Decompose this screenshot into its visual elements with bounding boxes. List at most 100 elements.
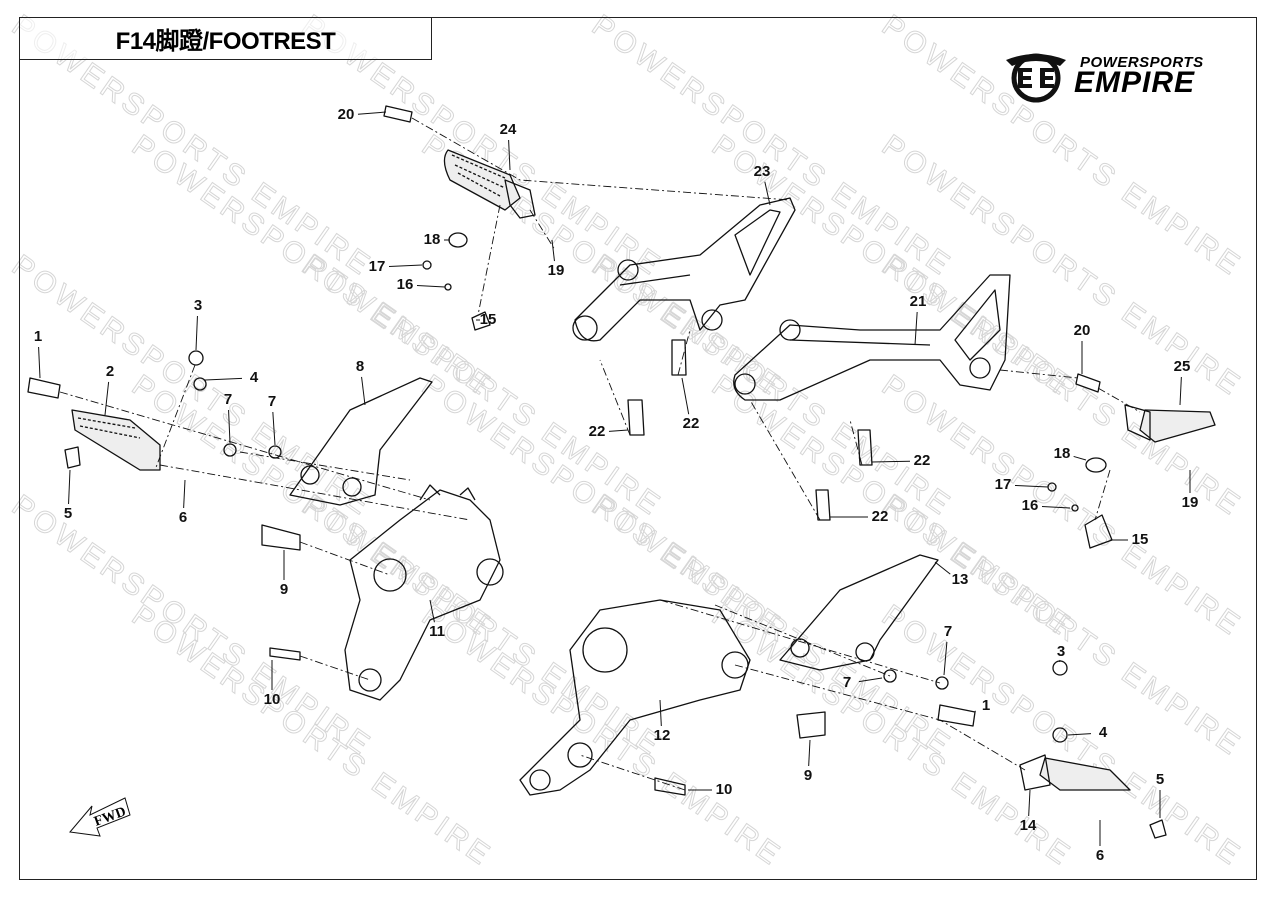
- bracket-15: [471, 311, 491, 331]
- washer-18b: [1085, 457, 1107, 473]
- callout-14: 14: [1020, 817, 1037, 834]
- drawing-frame: [19, 17, 1257, 880]
- callout-4: 4: [1099, 724, 1108, 741]
- callout-24: 24: [500, 121, 517, 138]
- bolt-9b: [796, 711, 826, 739]
- callout-9: 9: [804, 767, 812, 784]
- callout-4: 4: [250, 369, 259, 386]
- front-bracket-12: [519, 599, 751, 796]
- leader-line: [429, 599, 435, 623]
- washer-18: [448, 232, 468, 248]
- callout-3: 3: [1057, 643, 1065, 660]
- leader-line: [764, 181, 771, 206]
- leader-line: [808, 739, 811, 767]
- callout-20: 20: [1074, 322, 1091, 339]
- leader-line: [508, 139, 511, 171]
- callout-20: 20: [338, 106, 355, 123]
- callout-1: 1: [982, 697, 990, 714]
- leader-line: [1014, 484, 1049, 488]
- callout-18: 18: [424, 231, 441, 248]
- callout-1: 1: [34, 328, 42, 345]
- leader-line: [204, 377, 243, 381]
- callout-13: 13: [952, 571, 969, 588]
- bolt-10: [269, 647, 301, 661]
- footpeg-2: [27, 377, 161, 471]
- callout-7: 7: [224, 391, 232, 408]
- callout-10: 10: [716, 781, 733, 798]
- callout-19: 19: [1182, 494, 1199, 511]
- callout-22: 22: [589, 423, 606, 440]
- callout-2: 2: [106, 363, 114, 380]
- leader-line: [943, 641, 948, 676]
- logo-line1: POWERSPORTS: [1080, 54, 1204, 71]
- callout-15: 15: [1132, 531, 1149, 548]
- callout-5: 5: [1156, 771, 1164, 788]
- leader-line: [68, 469, 71, 505]
- leader-line: [183, 479, 186, 509]
- callout-11: 11: [429, 623, 445, 640]
- leader-line: [858, 677, 883, 683]
- brand-logo: POWERSPORTS EMPIRE: [1004, 48, 1234, 104]
- pin-1: [937, 704, 976, 727]
- callout-21: 21: [910, 293, 927, 310]
- forward-direction-arrow: FWD: [69, 797, 131, 837]
- callout-16: 16: [397, 276, 414, 293]
- leader-line: [357, 111, 387, 115]
- front-bracket-11: [344, 489, 501, 701]
- rear-bracket-23: [574, 197, 796, 342]
- callout-9: 9: [280, 581, 288, 598]
- leader-line: [1041, 506, 1071, 509]
- logo-line2: EMPIRE: [1074, 66, 1196, 99]
- callout-22: 22: [872, 508, 889, 525]
- callout-22: 22: [914, 452, 931, 469]
- leader-line: [228, 409, 231, 444]
- callout-15: 15: [480, 311, 497, 328]
- leader-line: [659, 699, 662, 727]
- leader-line: [388, 264, 423, 268]
- leader-line: [1028, 789, 1031, 817]
- leader-line: [38, 346, 41, 379]
- footpeg-24: [383, 105, 536, 219]
- empire-emblem-icon: [1006, 53, 1066, 103]
- bolt-10b: [654, 777, 686, 796]
- callout-23: 23: [754, 163, 771, 180]
- callout-17: 17: [369, 258, 386, 275]
- leader-line: [608, 429, 629, 432]
- footpeg-25: [1075, 373, 1216, 443]
- callout-7: 7: [843, 674, 851, 691]
- callout-18: 18: [1054, 445, 1071, 462]
- leader-line: [361, 376, 366, 406]
- heel-guard-8: [289, 377, 433, 506]
- callout-7: 7: [268, 393, 276, 410]
- callout-17: 17: [995, 476, 1012, 493]
- leader-line: [1067, 733, 1092, 736]
- callout-12: 12: [654, 727, 671, 744]
- callout-8: 8: [356, 358, 364, 375]
- bracket-15b: [1084, 514, 1113, 549]
- callout-7: 7: [944, 623, 952, 640]
- callout-6: 6: [1096, 847, 1104, 864]
- leader-line: [871, 460, 911, 463]
- leader-line: [104, 381, 110, 416]
- leader-line: [272, 411, 276, 446]
- page-title: F14脚蹬/FOOTREST: [19, 17, 432, 60]
- heel-guard-13: [779, 554, 939, 671]
- leader-line: [551, 239, 555, 262]
- callout-3: 3: [194, 297, 202, 314]
- leader-line: [1179, 376, 1182, 406]
- callout-5: 5: [64, 505, 72, 522]
- footpeg-14: [1019, 754, 1131, 791]
- callout-16: 16: [1022, 497, 1039, 514]
- bolt-9: [261, 524, 301, 551]
- leader-line: [681, 377, 690, 415]
- leader-line: [914, 311, 918, 346]
- fwd-label: FWD: [92, 804, 128, 829]
- leader-line: [934, 561, 951, 575]
- rear-bracket-21: [733, 274, 1011, 401]
- leader-line: [416, 285, 446, 288]
- callout-22: 22: [683, 415, 700, 432]
- callout-10: 10: [264, 691, 281, 708]
- callout-6: 6: [179, 509, 187, 526]
- leader-line: [1073, 455, 1087, 461]
